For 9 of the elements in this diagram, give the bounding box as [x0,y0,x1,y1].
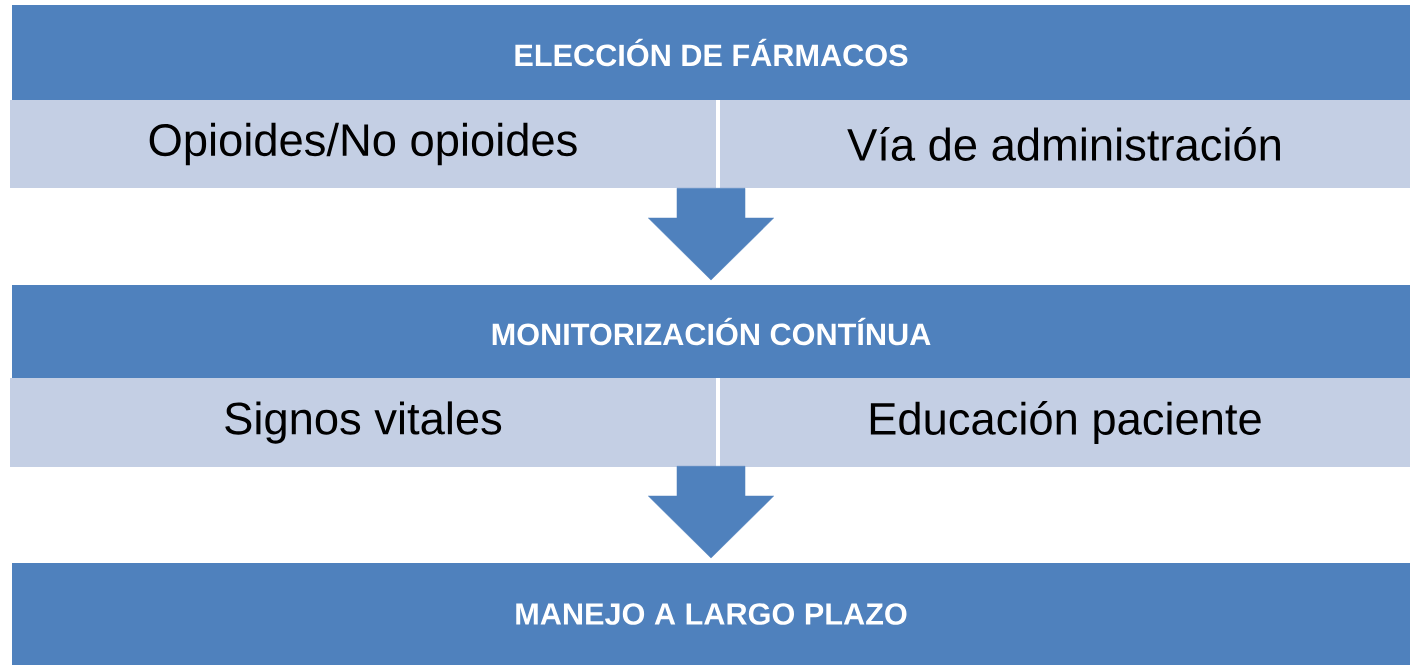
item-box: Educación paciente [720,378,1410,467]
item-box: Opioides/No opioides [10,100,716,188]
block-arrow [648,466,774,559]
item-box: Vía de administración [720,100,1410,188]
item-box: Signos vitales [10,378,716,467]
block-arrow [648,188,774,281]
header-band: ELECCIÓN DE FÁRMACOS [12,5,1410,100]
header-band: MANEJO A LARGO PLAZO [12,563,1410,665]
header-band: MONITORIZACIÓN CONTÍNUA [12,285,1410,378]
